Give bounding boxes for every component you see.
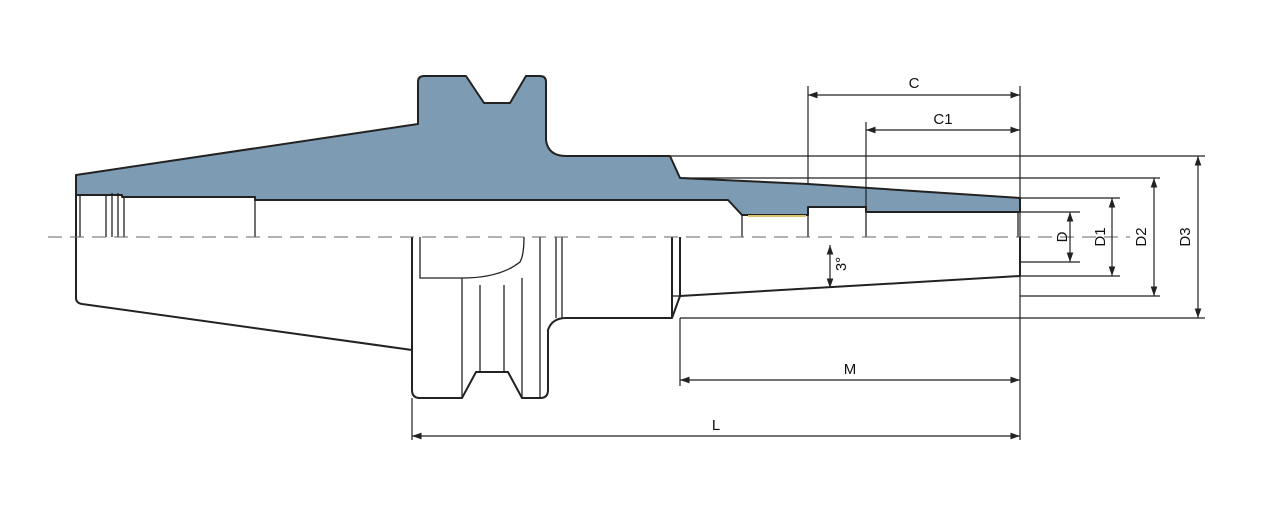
dim-label-d: D <box>1054 231 1071 242</box>
dim-label-angle: 3° <box>833 257 850 271</box>
dim-label-d1: D1 <box>1092 227 1109 246</box>
dimension-c: C <box>808 75 1020 99</box>
dim-label-c: C <box>909 75 920 92</box>
dim-label-c1: C1 <box>933 111 952 128</box>
dimension-c1: C1 <box>866 111 1020 134</box>
nose-bore-upper-lines <box>741 212 1019 237</box>
dim-label-d2: D2 <box>1133 227 1150 246</box>
dimension-d2: D2 <box>1133 178 1158 296</box>
dim-label-m: M <box>844 361 857 378</box>
dim-label-d3: D3 <box>1177 227 1194 246</box>
dimension-angle: 3° <box>826 245 850 288</box>
lower-exterior-outline <box>75 195 1021 399</box>
dimension-d: D <box>1054 212 1074 262</box>
dimension-m: M <box>680 361 1020 384</box>
dimension-d1: D1 <box>1092 198 1116 276</box>
dimension-l: L <box>412 417 1020 440</box>
retention-groove-lines <box>79 193 256 237</box>
dimension-d3: D3 <box>1177 156 1202 318</box>
upper-section-body <box>75 75 1021 216</box>
dim-label-l: L <box>712 417 720 434</box>
